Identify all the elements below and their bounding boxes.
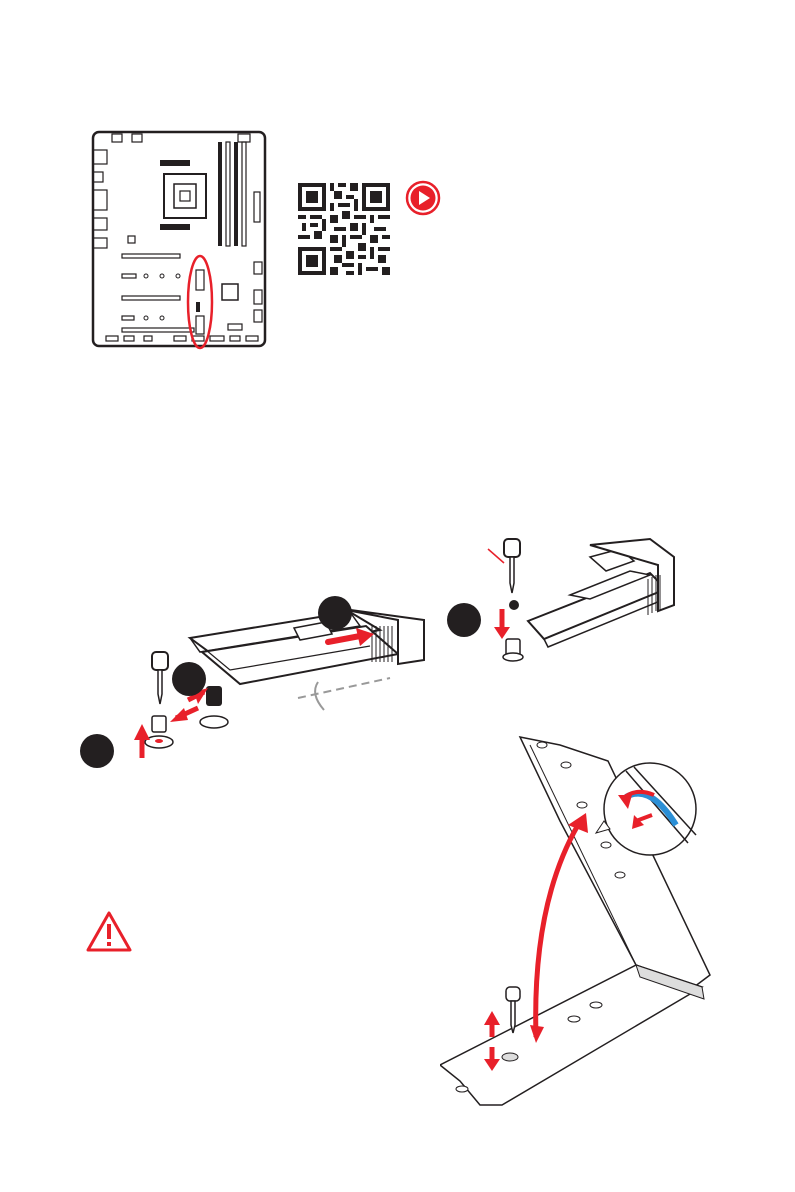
m2-card-insertion-illustration — [80, 590, 440, 775]
qr-code[interactable] — [298, 183, 390, 275]
install-figure-insert — [80, 590, 440, 775]
motherboard-figure — [88, 128, 268, 350]
qr-code-icon — [298, 183, 390, 275]
install-figure-bracket — [440, 725, 735, 1115]
motherboard-diagram-icon — [88, 128, 268, 350]
step-badge-icon — [172, 662, 206, 696]
step-badge-icon — [318, 596, 352, 630]
warning — [85, 910, 133, 954]
m2-bracket-illustration — [440, 725, 735, 1115]
play-video-icon — [405, 180, 441, 216]
play-video-link[interactable] — [405, 180, 441, 216]
install-figure-secure — [440, 535, 690, 675]
step-badge-icon — [80, 734, 114, 768]
warning-triangle-icon — [85, 910, 133, 954]
step-badge-icon — [447, 603, 481, 637]
m2-card-secure-screw-illustration — [440, 535, 690, 675]
